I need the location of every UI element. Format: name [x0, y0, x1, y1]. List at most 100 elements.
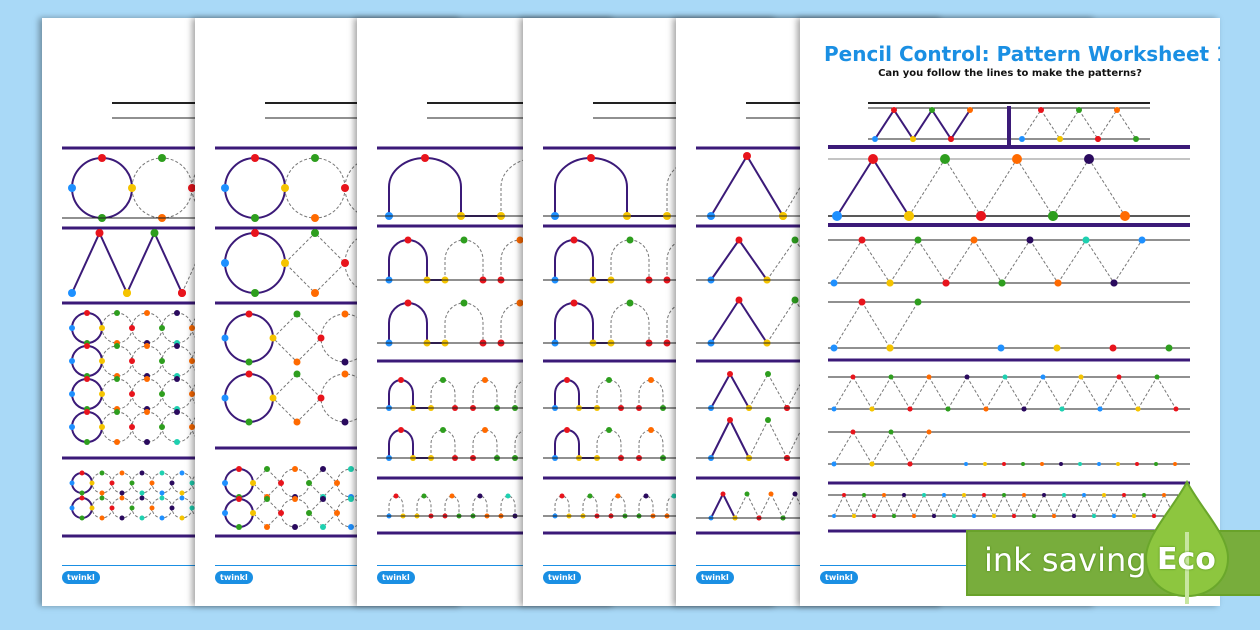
pattern-dot: [341, 259, 349, 267]
pattern-dot: [292, 466, 298, 472]
pattern-stroke: [638, 429, 664, 458]
pattern-stroke: [1016, 158, 1054, 217]
worksheet-page: Pencil Control: Pattern Worksheet 1 Can …: [800, 18, 1220, 606]
pattern-dot: [952, 514, 956, 518]
pattern-stroke: [1021, 109, 1042, 140]
pattern-dot: [159, 515, 165, 521]
pattern-dot: [179, 515, 185, 521]
pattern-stroke: [1156, 376, 1177, 410]
pattern-stroke: [985, 376, 1006, 410]
pattern-stroke: [710, 419, 731, 459]
pattern-dot: [768, 491, 774, 497]
pattern-dot: [189, 391, 195, 397]
pattern-dot: [159, 358, 165, 364]
pattern-stroke: [1123, 494, 1135, 517]
pattern-dot: [189, 505, 195, 511]
pattern-dot: [1052, 514, 1056, 518]
pattern-dot: [1120, 211, 1130, 221]
pattern-dot: [174, 409, 180, 415]
pattern-stroke: [746, 493, 760, 519]
worksheet-title: Pencil Control: Pattern Worksheet 1: [824, 42, 1220, 66]
pattern-dot: [892, 514, 896, 518]
twinkl-logo: twinkl: [696, 571, 734, 584]
pattern-stroke: [710, 239, 740, 281]
pattern-stroke: [912, 109, 933, 140]
pattern-stroke: [1057, 239, 1087, 284]
pattern-stroke: [738, 239, 768, 281]
pattern-dot: [1026, 236, 1034, 244]
pattern-dot: [888, 374, 894, 380]
twinkl-logo: twinkl: [543, 571, 581, 584]
pattern-stroke: [1023, 494, 1035, 517]
pattern-stroke: [890, 431, 911, 465]
pattern-dot: [440, 427, 446, 433]
pattern-stroke: [923, 494, 935, 517]
pattern-dot: [872, 136, 878, 142]
pattern-stroke: [729, 373, 750, 409]
pattern-stroke: [980, 158, 1018, 217]
pattern-stroke: [224, 468, 254, 498]
pattern-dot: [606, 377, 612, 383]
pattern-stroke: [101, 411, 133, 443]
pattern-dot: [119, 470, 125, 476]
pattern-stroke: [1118, 376, 1139, 410]
pattern-dot: [150, 229, 159, 237]
pattern-stroke: [554, 157, 628, 216]
pattern-dot: [972, 514, 976, 518]
pattern-stroke: [1040, 109, 1061, 140]
pattern-dot: [221, 394, 229, 402]
pattern-dot: [311, 229, 319, 237]
pattern-dot: [460, 236, 468, 244]
pattern-dot: [1152, 514, 1156, 518]
pattern-stroke: [766, 299, 796, 344]
pattern-dot: [888, 429, 894, 435]
pattern-dot: [932, 514, 936, 518]
pattern-stroke: [710, 493, 724, 519]
pattern-dot: [564, 427, 570, 433]
pattern-dot: [264, 524, 270, 530]
pattern-stroke: [1003, 494, 1015, 517]
pattern-stroke: [983, 494, 995, 517]
twinkl-logo: twinkl: [820, 571, 858, 584]
pattern-stroke: [883, 494, 895, 517]
pattern-stroke: [1153, 494, 1165, 517]
pattern-stroke: [1053, 494, 1065, 517]
pattern-stroke: [710, 373, 731, 409]
pattern-dot: [1078, 462, 1082, 466]
pattern-stroke: [950, 109, 971, 140]
pattern-dot: [830, 279, 838, 287]
pattern-dot: [281, 259, 289, 267]
pattern-dot: [292, 496, 298, 502]
pattern-dot: [1084, 154, 1094, 164]
pattern-stroke: [1085, 239, 1115, 284]
pattern-stroke: [993, 494, 1005, 517]
pattern-stroke: [782, 493, 796, 519]
pattern-dot: [159, 391, 165, 397]
pattern-dot: [348, 524, 354, 530]
pattern-dot: [79, 515, 85, 521]
pattern-dot: [1059, 462, 1063, 466]
pattern-dot: [962, 493, 966, 497]
pattern-dot: [743, 152, 751, 160]
pattern-stroke: [224, 232, 286, 294]
pattern-dot: [1102, 493, 1106, 497]
pattern-stroke: [853, 494, 865, 517]
pattern-dot: [869, 461, 875, 467]
pattern-dot: [967, 107, 973, 113]
pattern-dot: [869, 406, 875, 412]
pattern-dot: [606, 427, 612, 433]
pattern-stroke: [388, 379, 414, 408]
pattern-stroke: [767, 419, 788, 459]
pattern-dot: [174, 343, 180, 349]
pattern-stroke: [131, 497, 153, 519]
pattern-stroke: [161, 378, 193, 410]
pattern-stroke: [863, 494, 875, 517]
pattern-dot: [320, 496, 326, 502]
pattern-dot: [278, 480, 284, 486]
pattern-stroke: [224, 313, 274, 363]
pattern-stroke: [890, 376, 911, 410]
pattern-stroke: [931, 109, 952, 140]
pattern-stroke: [1013, 494, 1025, 517]
pattern-dot: [1110, 279, 1118, 287]
pattern-dot: [99, 325, 105, 331]
